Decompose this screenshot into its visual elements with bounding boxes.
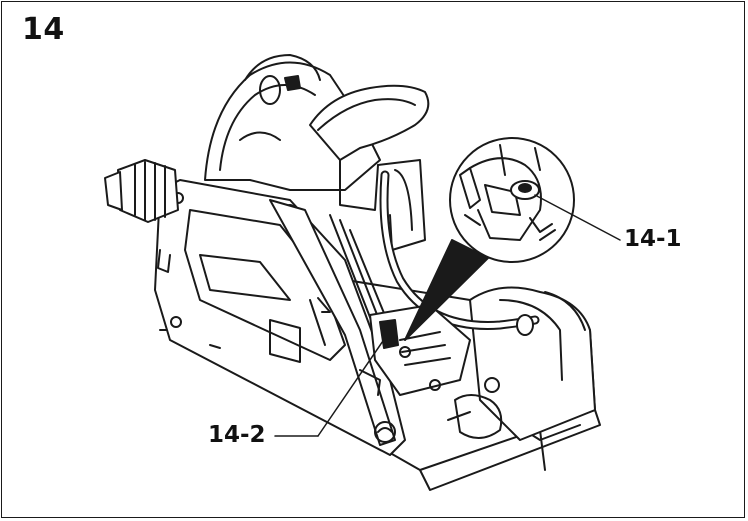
callout-label-14-1: 14-1 [624, 226, 682, 252]
detail-magnifier [449, 137, 575, 263]
rotary-dial [374, 421, 396, 443]
motor-housing [204, 54, 381, 191]
detail-pointer [404, 239, 489, 341]
callout-leader-14-2-diag [317, 337, 386, 437]
figure-number: 14 [22, 12, 65, 47]
handle [309, 84, 430, 251]
callout-leader-14-1 [534, 194, 621, 241]
saw-housing [154, 179, 406, 456]
dust-extraction-port [104, 159, 179, 273]
callout-label-14-2: 14-2 [208, 422, 266, 448]
